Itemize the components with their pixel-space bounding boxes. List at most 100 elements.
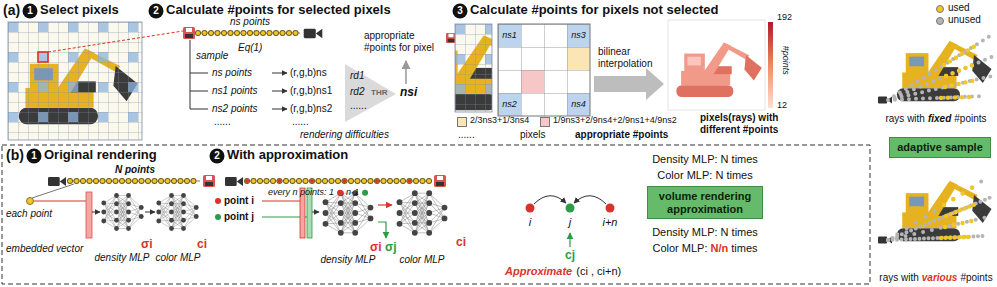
heatmap-image <box>668 20 773 110</box>
step-circles <box>23 4 38 19</box>
threshold: THR <box>371 88 387 97</box>
cell-label: ns4 <box>571 99 586 109</box>
approximate-rendering <box>225 177 243 186</box>
sampling-tree <box>198 31 300 35</box>
difficulty: rd1 <box>350 70 364 82</box>
step-number: 2 <box>153 5 159 17</box>
mlp-label: density MLP <box>94 252 149 264</box>
note: sample <box>196 50 228 62</box>
image-caption: rays with <box>879 272 918 284</box>
ray-label: ns points <box>230 16 270 28</box>
approximate-rendering <box>526 204 535 213</box>
ellipsis: ...... <box>292 116 309 128</box>
interpolation-grid <box>455 24 492 112</box>
step-title: With approximation <box>227 148 348 163</box>
legend-text: unused <box>948 14 981 26</box>
approximate-rendering <box>247 179 430 183</box>
sampling-tree <box>183 27 195 39</box>
output-symbol: ci <box>197 238 207 252</box>
sampling-tree <box>272 91 287 92</box>
step-title: Original rendering <box>44 148 157 163</box>
legend-text: used <box>948 2 970 14</box>
original-rendering <box>27 198 34 205</box>
approximate-rendering <box>215 175 615 247</box>
note: appropriate #points for pixel <box>364 30 444 53</box>
approximate-rendering <box>566 204 575 213</box>
output-symbol: σj <box>385 241 397 255</box>
original-rendering <box>27 175 216 238</box>
interpolation-grid <box>498 24 590 116</box>
step-number: 1 <box>31 150 37 162</box>
legend-swatch <box>936 5 944 13</box>
output-symbol: cj <box>565 249 575 263</box>
cost-note: Density MLP: N times <box>652 226 758 239</box>
difficulty: rd2 <box>350 86 364 98</box>
ray-excavator-various <box>888 216 992 240</box>
sampling-tree <box>272 73 287 74</box>
ray-excavator-various <box>946 203 978 216</box>
ray-excavator-fixed <box>878 36 994 104</box>
original-rendering <box>145 212 155 213</box>
heatmap-image <box>676 42 762 97</box>
approximate-rendering <box>312 212 319 213</box>
image-caption: pixels(rays) with different #points <box>700 112 792 135</box>
rgb-output: (r,g,b)ns <box>290 67 327 79</box>
ray-excavator-fixed <box>888 36 994 100</box>
original-rendering <box>70 178 200 184</box>
ray-excavator-various <box>888 176 990 240</box>
sampling-tree <box>446 33 456 43</box>
pixel-grid-image <box>48 31 183 52</box>
cell-label: ns3 <box>571 30 586 40</box>
ray-excavator-fixed <box>888 36 994 100</box>
approximate-rendering <box>534 196 566 204</box>
step-box: adaptive sample <box>889 137 991 158</box>
note: rendering difficulties <box>300 129 389 141</box>
ellipsis: ...... <box>350 100 367 112</box>
ray-excavator-various <box>888 236 985 240</box>
cost-note: N/n <box>711 242 729 255</box>
legend-swatch <box>457 117 467 127</box>
interpolation-grid <box>455 24 492 112</box>
step-circles <box>27 149 42 164</box>
image-caption: fixed <box>928 113 951 125</box>
legend-text: 1/9ns3+2/9ns4+2/9ns1+4/9ns2 <box>553 115 677 125</box>
step-title: Select pixels <box>40 3 119 18</box>
index-label: j <box>569 216 571 229</box>
pixel-grid-image <box>38 52 48 62</box>
interpolation-grid <box>594 68 664 100</box>
original-rendering <box>70 181 200 182</box>
legend-swatch <box>936 17 944 25</box>
ray-excavator-various <box>941 237 970 238</box>
sampling-tree <box>304 29 323 38</box>
step-circles <box>210 149 225 164</box>
approximate-rendering <box>378 204 392 205</box>
approximate-rendering <box>397 190 448 235</box>
approximate-rendering <box>574 196 606 204</box>
ellipsis: ...... <box>458 129 475 141</box>
cell-label: ns1 <box>502 30 517 40</box>
approximate-rendering <box>323 190 374 235</box>
approximate-rendering <box>378 222 386 238</box>
sample-count: ns points <box>212 67 252 79</box>
ray-excavator-fixed <box>897 41 992 101</box>
step-number: 1 <box>27 5 33 17</box>
mlp-label: density MLP <box>320 254 375 266</box>
pixel-grid-image <box>8 22 142 140</box>
scale-value: 192 <box>777 12 792 22</box>
sampling-tree <box>198 30 300 36</box>
sampling-tree <box>198 33 300 34</box>
sample-count: ns1 points <box>212 85 258 97</box>
output-symbol: σi <box>370 241 382 255</box>
box-text: volume rendering approximation <box>655 190 755 215</box>
note: Approximate <box>505 265 572 278</box>
sampling-tree <box>272 109 287 110</box>
panel-letter: (a) <box>3 2 20 18</box>
point-dot <box>362 190 368 196</box>
sample-count: ns2 points <box>212 103 258 115</box>
interpolation-grid <box>455 24 492 112</box>
pixel-grid-image <box>8 22 183 140</box>
index-label: i+n <box>603 216 618 229</box>
approximate-rendering <box>247 178 430 184</box>
pixel-grid-image <box>8 22 142 140</box>
